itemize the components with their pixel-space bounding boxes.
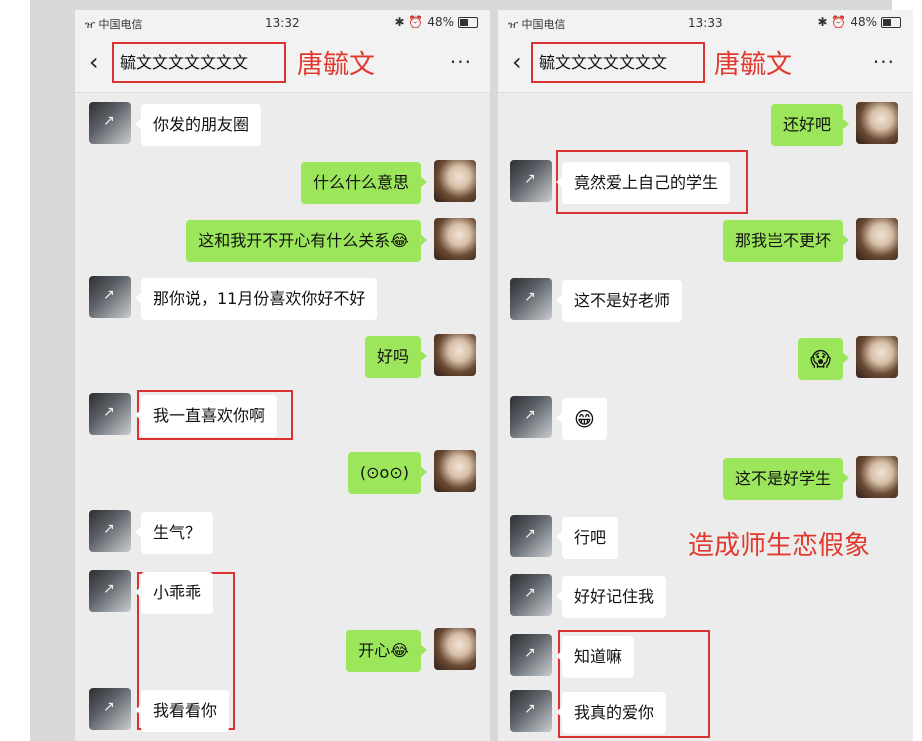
chat-header: ‹ 毓文文文文文文文 唐毓文 ··· <box>75 36 490 93</box>
message-bubble: 什么什么意思 <box>300 162 428 204</box>
battery-icon <box>881 16 901 28</box>
self-avatar[interactable] <box>856 456 898 498</box>
contact-avatar[interactable] <box>510 160 552 202</box>
self-avatar[interactable] <box>434 218 476 260</box>
status-icons: ✱ ⏰ 48% <box>395 15 478 29</box>
self-avatar[interactable] <box>856 336 898 378</box>
contact-name: 毓文文文文文文文 <box>531 42 705 83</box>
message-bubble: 好好记住我 <box>555 576 667 618</box>
message-bubble: 我真的爱你 <box>555 692 667 734</box>
contact-avatar[interactable] <box>89 510 131 552</box>
annotation-caption: 造成师生恋假象 <box>688 531 871 561</box>
back-arrow-icon[interactable]: ‹ <box>89 48 99 76</box>
back-arrow-icon[interactable]: ‹ <box>512 48 522 76</box>
clock: 13:32 <box>265 16 300 30</box>
chat-screen-left: ዠ 中国电信 13:32 ✱ ⏰ 48% ‹ 毓文文文文文文文 唐毓文 ··· … <box>75 10 490 741</box>
battery-percent: 48% <box>850 15 877 29</box>
contact-avatar[interactable] <box>510 690 552 732</box>
contact-avatar[interactable] <box>89 688 131 730</box>
clock: 13:33 <box>688 16 723 30</box>
more-options-icon[interactable]: ··· <box>872 50 895 74</box>
contact-name: 毓文文文文文文文 <box>112 42 286 83</box>
message-bubble: 开心😂 <box>346 630 427 672</box>
contact-avatar[interactable] <box>510 515 552 557</box>
battery-percent: 48% <box>427 15 454 29</box>
message-bubble: 你发的朋友圈 <box>134 104 262 146</box>
message-bubble: 好吗 <box>364 336 428 378</box>
self-avatar[interactable] <box>434 628 476 670</box>
contact-avatar[interactable] <box>510 574 552 616</box>
message-bubble: 😱 <box>798 338 849 380</box>
message-bubble: 我一直喜欢你啊 <box>134 395 278 437</box>
status-bar: ዠ 中国电信 13:32 ✱ ⏰ 48% <box>75 10 490 36</box>
message-bubble: 这不是好学生 <box>722 458 850 500</box>
annotation-name: 唐毓文 <box>714 50 793 80</box>
status-icons: ✱ ⏰ 48% <box>818 15 901 29</box>
message-bubble: 这和我开不开心有什么关系😂 <box>186 220 427 262</box>
chat-header: ‹ 毓文文文文文文文 唐毓文 ··· <box>498 36 913 93</box>
more-options-icon[interactable]: ··· <box>449 50 472 74</box>
highlight-box <box>558 630 710 738</box>
message-bubble: 这不是好老师 <box>555 280 683 322</box>
bluetooth-alarm-icons: ✱ ⏰ <box>817 15 847 29</box>
contact-avatar[interactable] <box>89 570 131 612</box>
carrier-label: ዠ 中国电信 <box>85 18 143 31</box>
annotation-name: 唐毓文 <box>297 50 376 80</box>
self-avatar[interactable] <box>856 218 898 260</box>
self-avatar[interactable] <box>856 102 898 144</box>
carrier-label: ዠ 中国电信 <box>508 18 566 31</box>
contact-avatar[interactable] <box>89 276 131 318</box>
chat-screen-right: ዠ 中国电信 13:33 ✱ ⏰ 48% ‹ 毓文文文文文文文 唐毓文 ··· … <box>498 10 913 741</box>
contact-avatar[interactable] <box>89 102 131 144</box>
screenshot-collage: ዠ 中国电信 13:32 ✱ ⏰ 48% ‹ 毓文文文文文文文 唐毓文 ··· … <box>30 0 913 741</box>
message-bubble: 竟然爱上自己的学生 <box>555 162 731 204</box>
contact-avatar[interactable] <box>510 396 552 438</box>
message-bubble: (⊙o⊙) <box>347 452 428 494</box>
bluetooth-alarm-icons: ✱ ⏰ <box>394 15 424 29</box>
message-bubble: 生气？ <box>134 512 214 554</box>
message-bubble: 😁 <box>556 398 607 440</box>
message-bubble: 小乖乖 <box>134 572 214 614</box>
message-bubble: 还好吧 <box>770 104 850 146</box>
contact-avatar[interactable] <box>510 634 552 676</box>
self-avatar[interactable] <box>434 450 476 492</box>
contact-avatar[interactable] <box>89 393 131 435</box>
message-bubble: 我看看你 <box>134 690 230 732</box>
message-bubble: 那你说，11月份喜欢你好不好 <box>134 278 378 320</box>
message-bubble: 行吧 <box>555 517 619 559</box>
message-bubble: 那我岂不更坏 <box>722 220 850 262</box>
contact-avatar[interactable] <box>510 278 552 320</box>
battery-icon <box>458 16 478 28</box>
message-bubble: 知道嘛 <box>555 636 635 678</box>
status-bar: ዠ 中国电信 13:33 ✱ ⏰ 48% <box>498 10 913 36</box>
self-avatar[interactable] <box>434 334 476 376</box>
self-avatar[interactable] <box>434 160 476 202</box>
